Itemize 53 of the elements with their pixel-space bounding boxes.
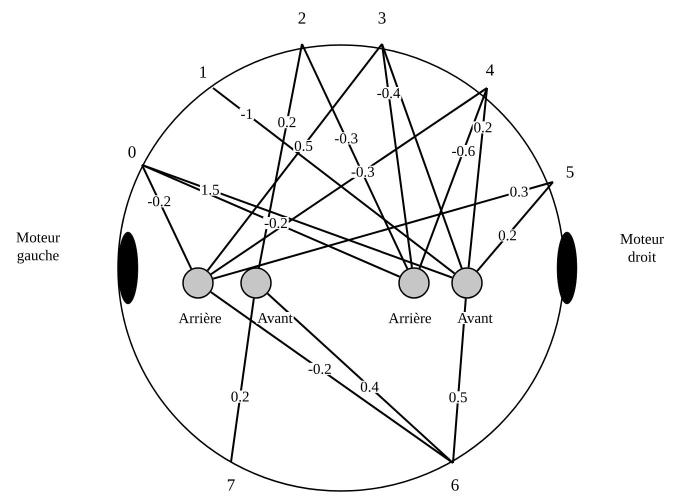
motor xyxy=(118,232,138,304)
neuron-label: Avant xyxy=(456,312,494,324)
connection-line xyxy=(381,44,463,268)
connection-line xyxy=(452,298,467,464)
connection-line xyxy=(210,291,454,464)
weight-label: -0.3 xyxy=(334,133,358,144)
sensor-number: 7 xyxy=(228,479,235,491)
weight-label: 0.2 xyxy=(278,117,296,128)
sensor-number: 4 xyxy=(486,64,494,76)
sensor-number: 3 xyxy=(378,12,386,24)
weight-label: 0.5 xyxy=(449,392,467,402)
connection-line xyxy=(301,44,408,270)
connection-line xyxy=(476,181,554,272)
connection-line xyxy=(141,164,192,270)
connection-line xyxy=(206,43,383,272)
motor-label: Moteur droit xyxy=(620,234,664,262)
sensor-number: 5 xyxy=(566,166,574,178)
weight-label: -1 xyxy=(241,109,252,119)
sensor-number: 2 xyxy=(298,12,306,24)
connection-line xyxy=(258,44,303,268)
weight-label: 0.4 xyxy=(360,382,379,392)
neuron-label: Arrière xyxy=(387,312,433,324)
neuron-label: Avant xyxy=(256,312,294,324)
weight-label: -0.2 xyxy=(148,196,170,206)
weight-label: -0.2 xyxy=(308,364,331,374)
weight-label: -0.3 xyxy=(352,166,374,177)
neuron-circle xyxy=(182,267,214,299)
neuron-label: Arrière xyxy=(177,312,223,324)
weight-label: -0.2 xyxy=(264,218,287,228)
neuron-circle xyxy=(451,267,483,299)
connection-line xyxy=(418,88,488,269)
weight-label: -0.4 xyxy=(377,88,400,98)
connection-line xyxy=(212,181,554,280)
motor-label: Moteur gauche xyxy=(16,232,60,264)
weight-label: 0.3 xyxy=(510,186,528,197)
motor xyxy=(556,232,578,304)
weight-label: 0.5 xyxy=(294,140,312,151)
weight-label: 0.2 xyxy=(498,230,516,240)
connection-line xyxy=(142,164,453,279)
weight-label: 0.2 xyxy=(474,122,492,133)
neuron-circle xyxy=(240,267,272,299)
weight-label: 0.2 xyxy=(231,392,249,402)
sensor-number: 1 xyxy=(200,66,206,78)
connection-line xyxy=(266,292,454,464)
connection-line xyxy=(468,88,488,268)
sensor-number: 0 xyxy=(128,146,136,158)
connection-line xyxy=(142,164,400,278)
sensor-number: 6 xyxy=(452,479,459,491)
weight-label: -0.6 xyxy=(452,146,475,156)
connection-line xyxy=(230,298,255,462)
weight-label: 1.5 xyxy=(202,184,219,195)
connection-line xyxy=(381,44,413,268)
neuron-circle xyxy=(398,267,430,299)
